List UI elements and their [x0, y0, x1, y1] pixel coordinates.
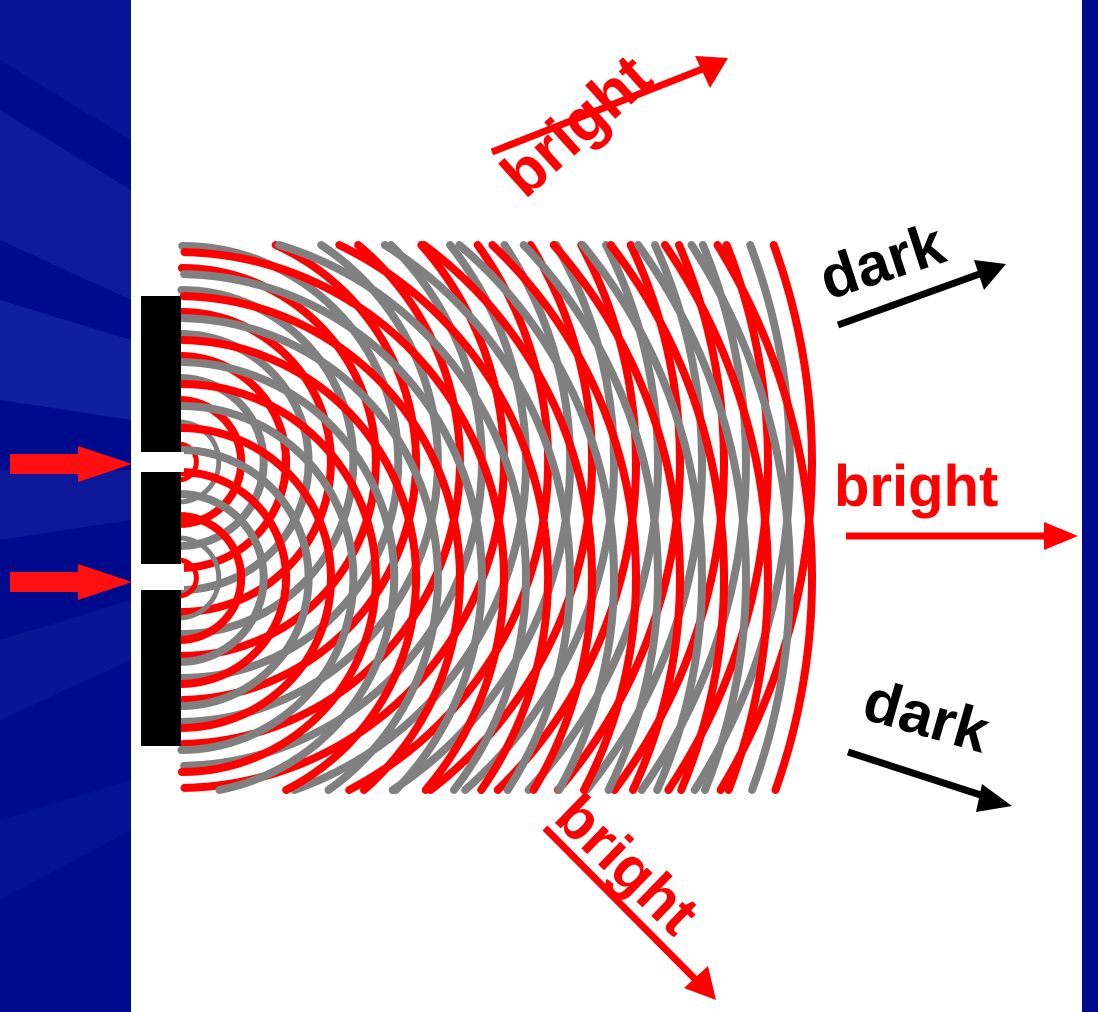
- barrier-bottom-segment: [141, 590, 181, 746]
- bright-upper-annotation: bright: [488, 42, 728, 211]
- right-arrow-icon: [10, 564, 132, 600]
- dark-upper-label: dark: [811, 209, 953, 312]
- arrow-icon: [846, 522, 1078, 550]
- slit-barrier: [138, 296, 184, 746]
- barrier-middle-segment: [141, 472, 181, 564]
- bright-center-label: bright: [834, 454, 998, 519]
- right-arrow-icon: [10, 446, 132, 482]
- bright-lower-label: bright: [543, 781, 712, 947]
- barrier-top-segment: [141, 296, 181, 452]
- arrow-icon: [848, 752, 1012, 812]
- wavefronts: [178, 245, 812, 790]
- bright-center-annotation: bright: [834, 454, 1078, 550]
- lower-slit: [138, 564, 184, 590]
- bright-lower-annotation: bright: [543, 781, 716, 1000]
- upper-slit: [138, 452, 184, 472]
- dark-lower-label: dark: [856, 666, 997, 766]
- dark-upper-annotation: dark: [811, 209, 1006, 325]
- bright-upper-label: bright: [488, 42, 665, 211]
- dark-lower-annotation: dark: [848, 666, 1012, 812]
